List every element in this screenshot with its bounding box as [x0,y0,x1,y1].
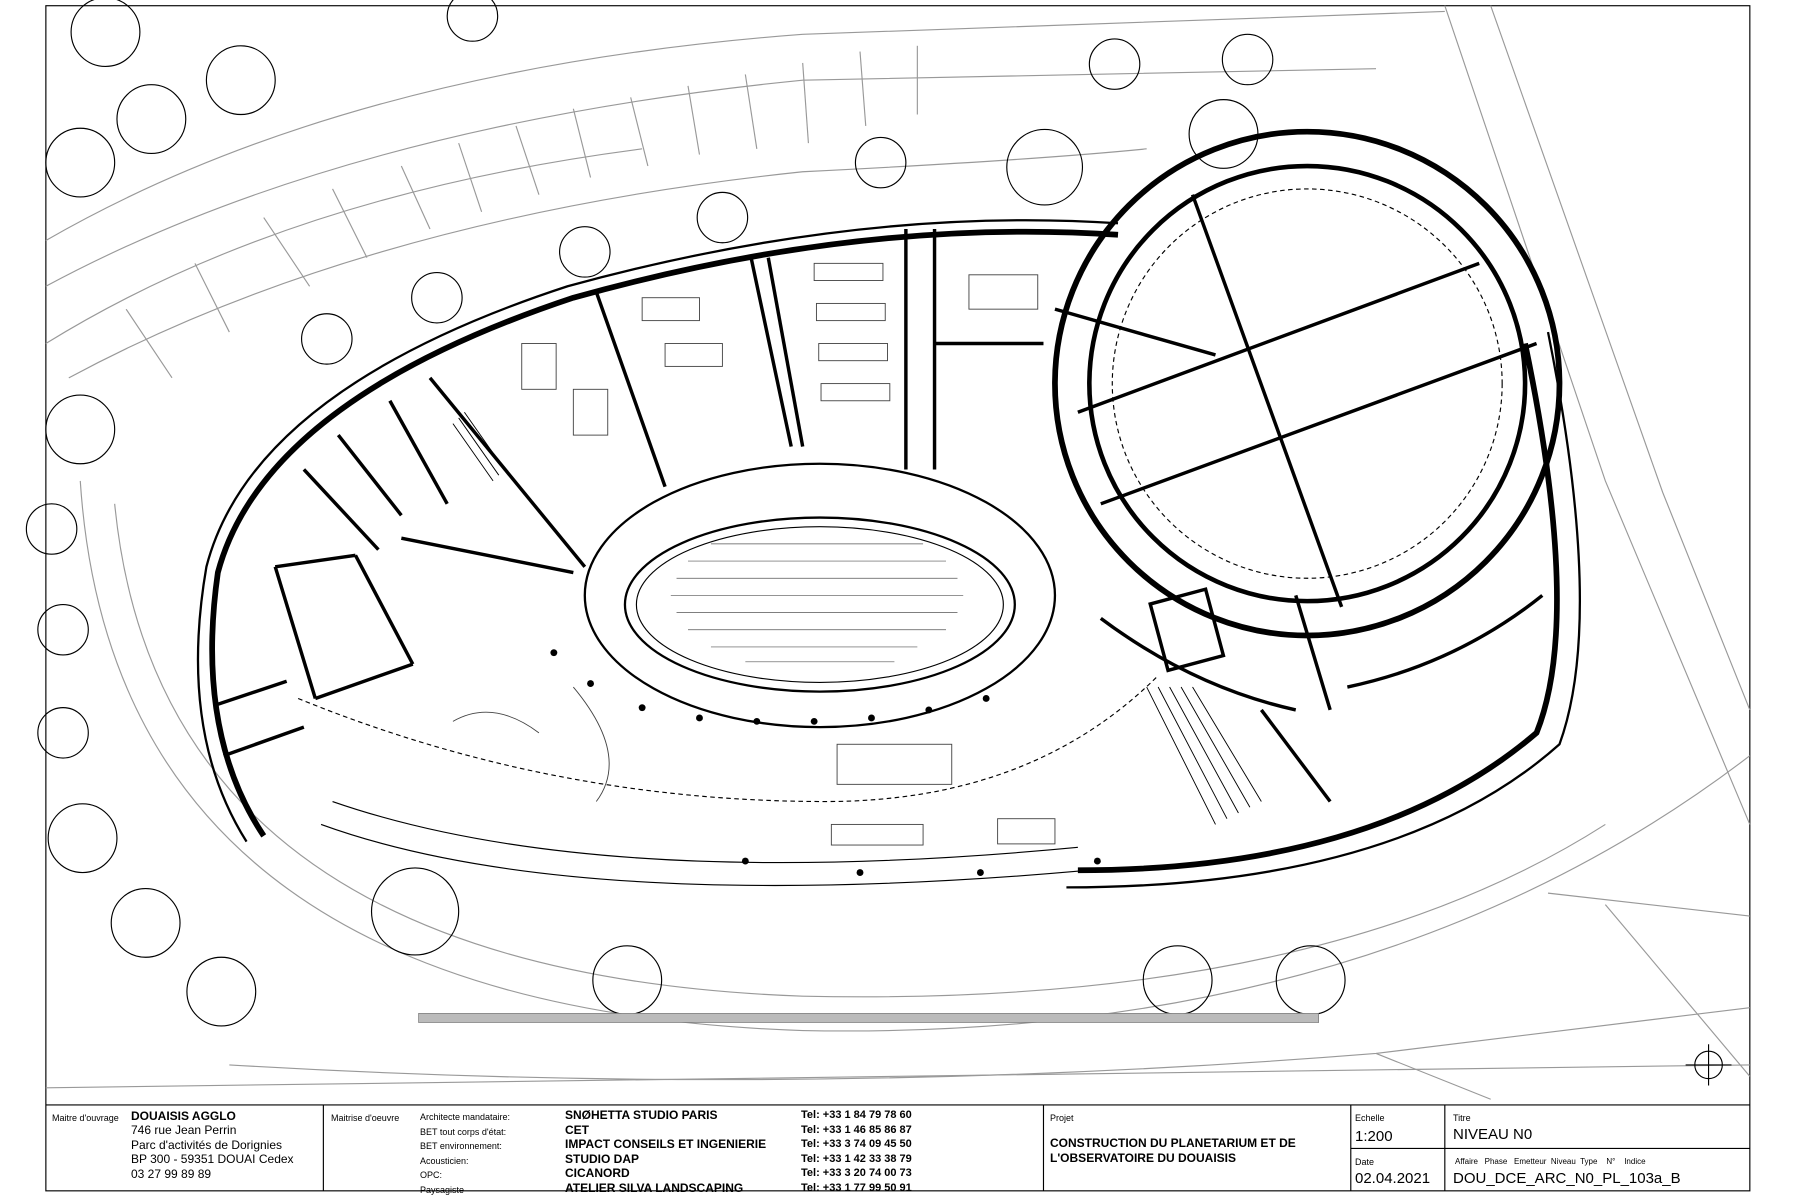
hedge-strip [418,1013,1319,1023]
code-header: Affaire Phase Emetteur Niveau Type N° In… [1455,1157,1646,1166]
furniture [452,262,1056,846]
project-title: CONSTRUCTION DU PLANETARIUM ET DE L'OBSE… [1050,1136,1296,1165]
owner-label: Maitre d'ouvrage [52,1113,119,1123]
north-arrow-icon [1685,1044,1732,1086]
planetarium-dome [1052,128,1563,639]
drawing-title: NIVEAU N0 [1453,1126,1533,1143]
scale-label: Echelle [1355,1113,1385,1123]
building-walls [196,128,1581,889]
project-label: Projet [1050,1113,1074,1123]
date-label: Date [1355,1157,1375,1167]
drawing-code: DOU_DCE_ARC_N0_PL_103a_B [1453,1170,1681,1187]
owner-name: DOUAISIS AGGLO [131,1109,236,1123]
sheet-border [45,5,1751,1192]
garden-planting [670,543,964,663]
team-phones: Tel: +33 1 84 79 78 60 Tel: +33 1 46 85 … [801,1109,912,1194]
central-corridor [583,462,1057,729]
stairs [452,411,1262,825]
site-paths [45,5,1751,1100]
team-label: Maitrise d'oeuvre [331,1113,400,1123]
trees [25,0,1346,1027]
parking-stalls [125,45,918,379]
owner-address: 746 rue Jean Perrin Parc d'activités de … [131,1123,294,1181]
date-value: 02.04.2021 [1355,1170,1431,1187]
team-names: SNØHETTA STUDIO PARIS CET IMPACT CONSEIL… [565,1108,767,1195]
courtyard-garden [623,516,1016,693]
scale-value: 1:200 [1355,1128,1393,1145]
title-label: Titre [1453,1113,1471,1123]
columns [550,649,1101,876]
team-roles: Architecte mandataire: BET tout corps d'… [420,1112,511,1195]
